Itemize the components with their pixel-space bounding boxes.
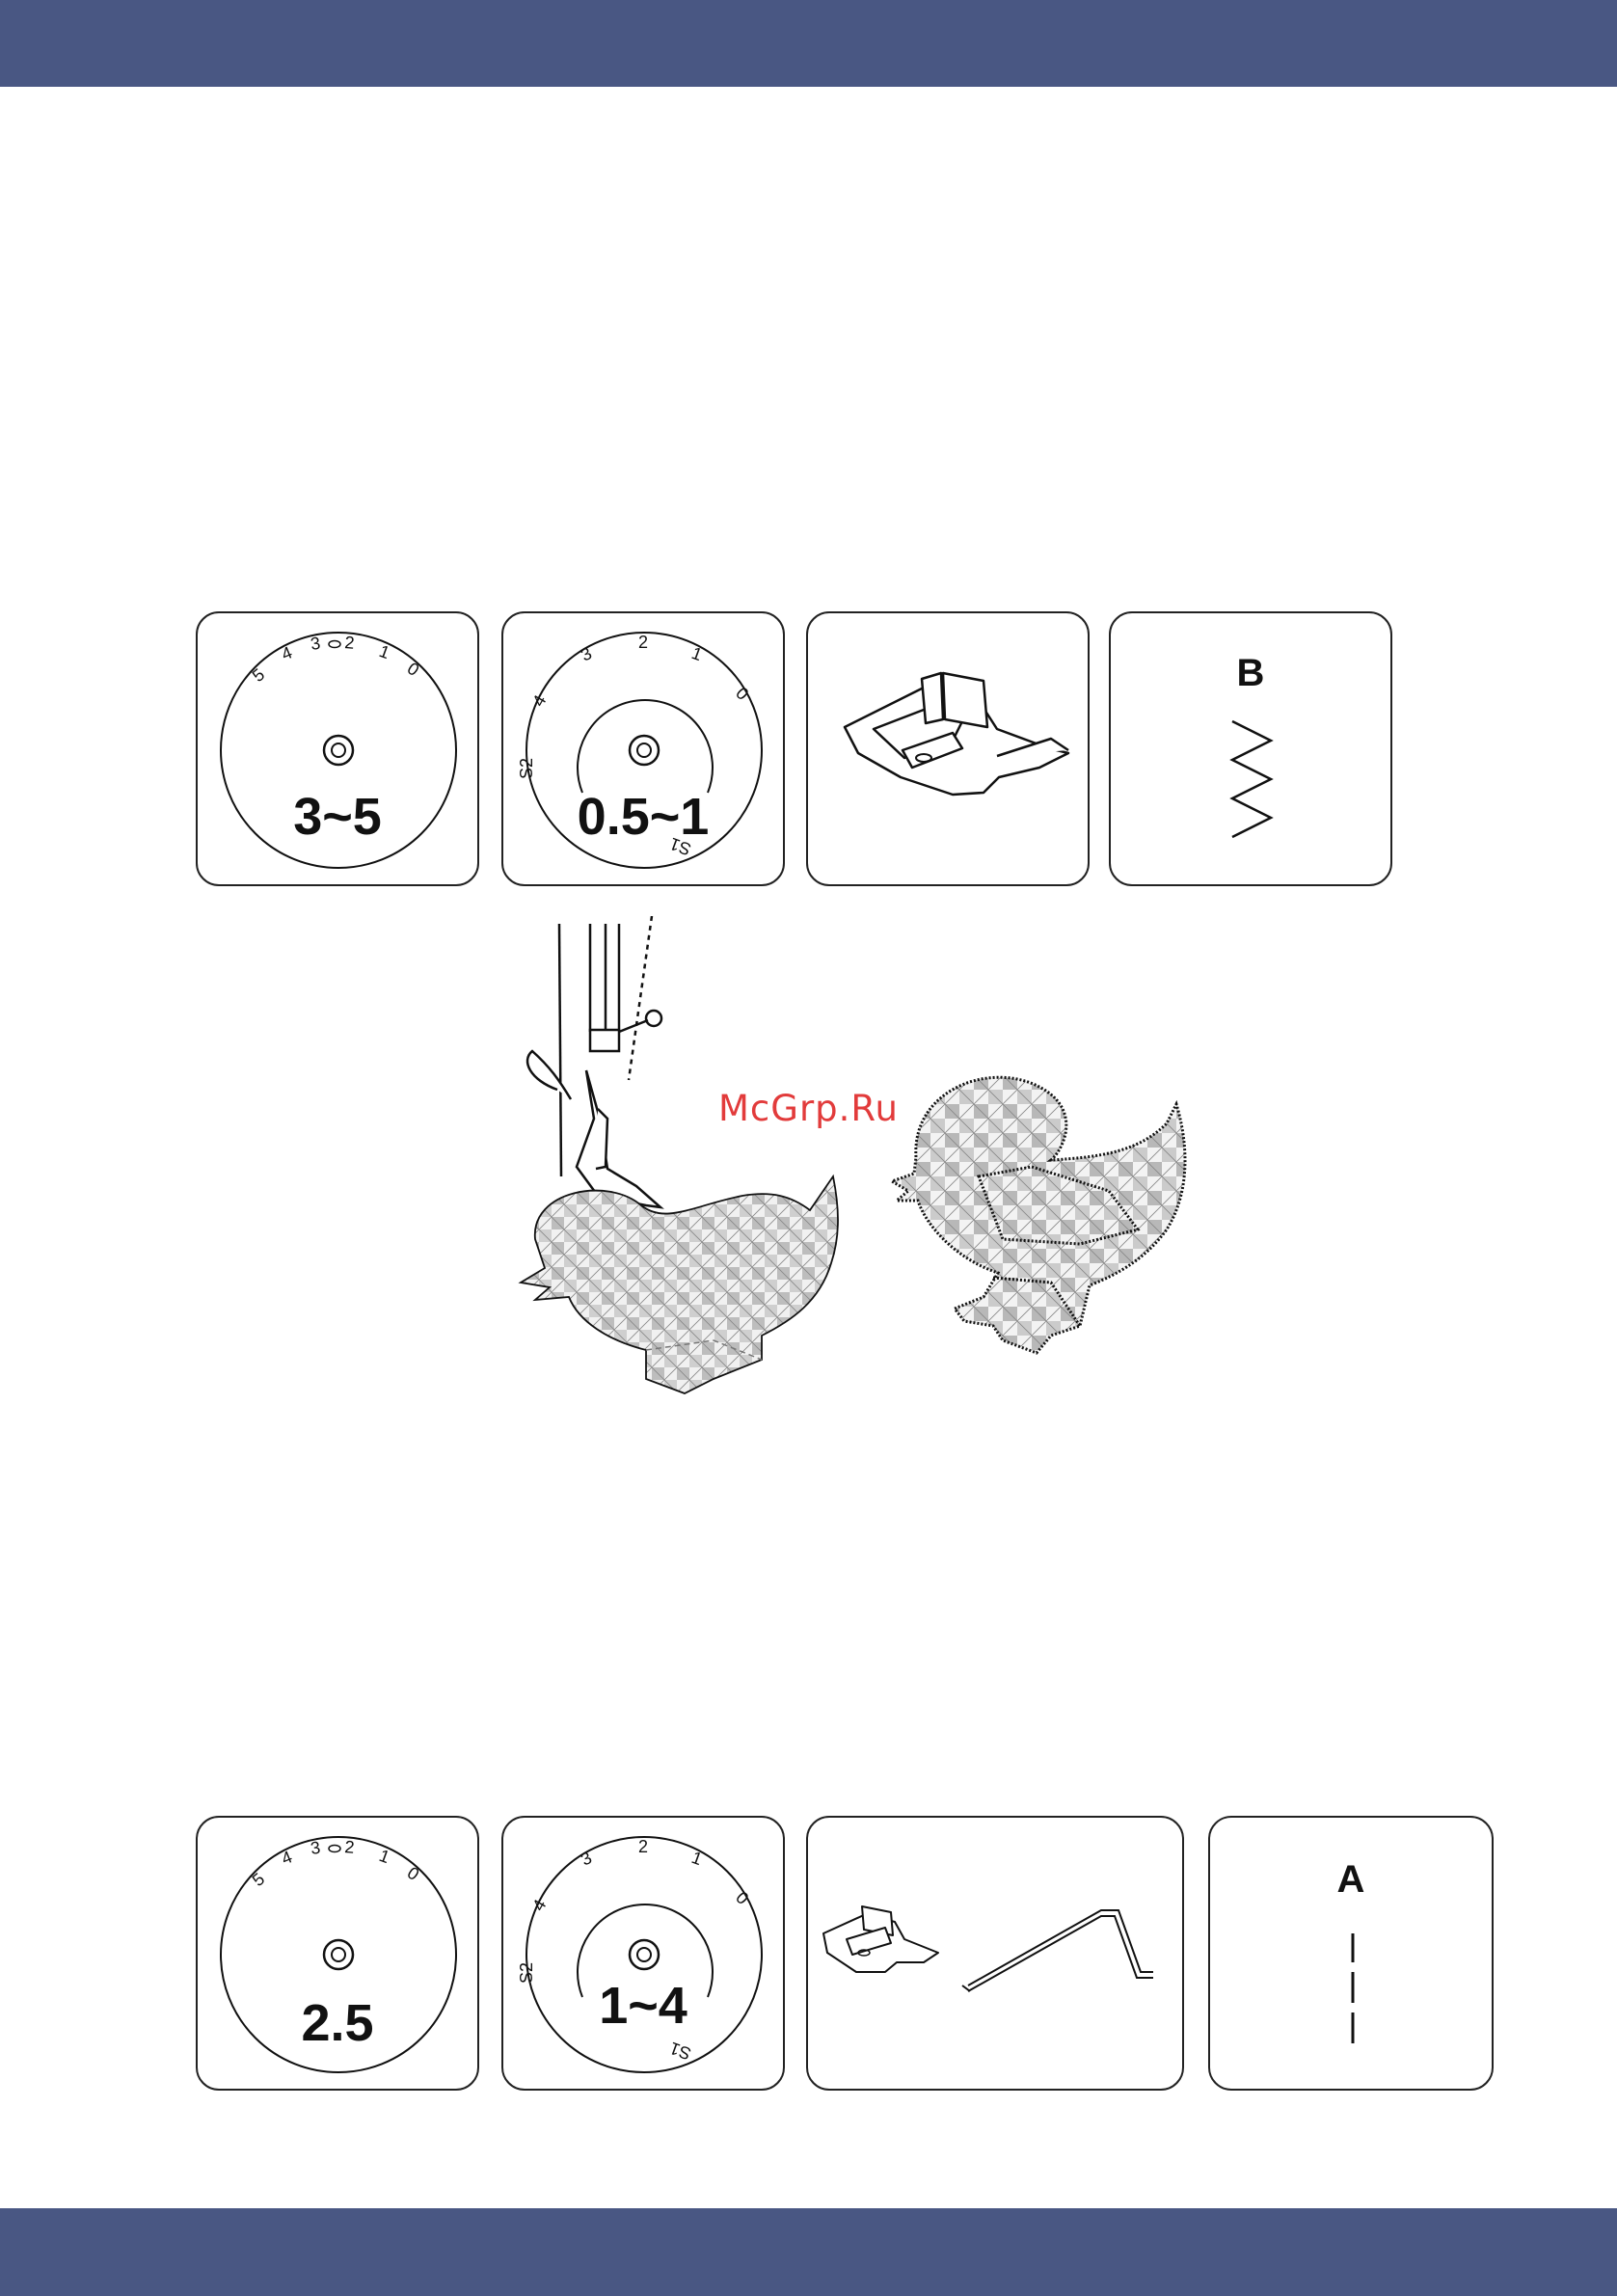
length-tick: 0 [732,684,752,704]
width-tick: 1 [377,1846,392,1867]
width-tick: 3 [310,634,322,654]
width-tick: 2 [344,1837,356,1857]
length-tick: 3 [578,643,595,664]
presser-foot-panel [806,1816,1184,2091]
presser-foot-panel [806,611,1090,886]
width-tick: 5 [249,664,269,686]
length-tick: 1 [689,643,705,664]
length-special: S1 [667,2039,694,2064]
stitch-width-dial-panel: 5 4 3 2 1 0 2.5 [196,1816,479,2091]
stitch-length-value: 1~4 [503,1976,783,2036]
length-tick: 4 [528,691,550,710]
stitch-width-value: 2.5 [198,1993,477,2053]
straight-stitch-icon [1210,1818,1496,2093]
length-tick: 0 [732,1888,752,1908]
footer-bar [0,2208,1617,2296]
width-tick: 3 [310,1838,322,1858]
width-tick: 1 [377,641,392,662]
stitch-length-value: 0.5~1 [503,787,783,847]
straight-foot-and-quilting-guide-icon [808,1818,1186,2093]
length-tick: 2 [638,1837,648,1856]
stitch-pattern-panel: A [1208,1816,1494,2091]
stitch-pattern-panel: B [1109,611,1392,886]
length-tick: 4 [528,1896,550,1914]
zigzag-stitch-icon [1111,613,1394,888]
width-tick: 4 [279,642,295,663]
width-tick: 0 [404,659,423,680]
length-tick: 1 [689,1848,705,1869]
stitch-width-dial-panel: 5 4 3 2 1 0 3~5 [196,611,479,886]
length-tick: 3 [578,1848,595,1869]
width-tick: 2 [344,633,356,653]
width-tick: 5 [249,1869,269,1890]
width-tick: 0 [404,1863,423,1884]
zigzag-foot-icon [808,613,1091,888]
stitch-length-dial-panel: 4 3 2 1 0 S2 S1 0.5~1 [501,611,785,886]
length-special: S2 [517,758,536,779]
stitch-width-dial-icon: 5 4 3 2 1 0 [198,613,481,888]
stitch-length-dial-panel: 4 3 2 1 0 S2 S1 1~4 [501,1816,785,2091]
finished-applique-duck-illustration [887,1046,1273,1432]
stitch-width-value: 3~5 [198,787,477,847]
watermark: McGrp.Ru [718,1088,899,1129]
width-tick: 4 [279,1847,295,1868]
header-bar [0,0,1617,87]
stitch-length-dial-icon: 4 3 2 1 0 S2 S1 [503,1818,787,2093]
stitch-length-dial-icon: 4 3 2 1 0 S2 S1 [503,613,787,888]
length-tick: 2 [638,633,648,652]
